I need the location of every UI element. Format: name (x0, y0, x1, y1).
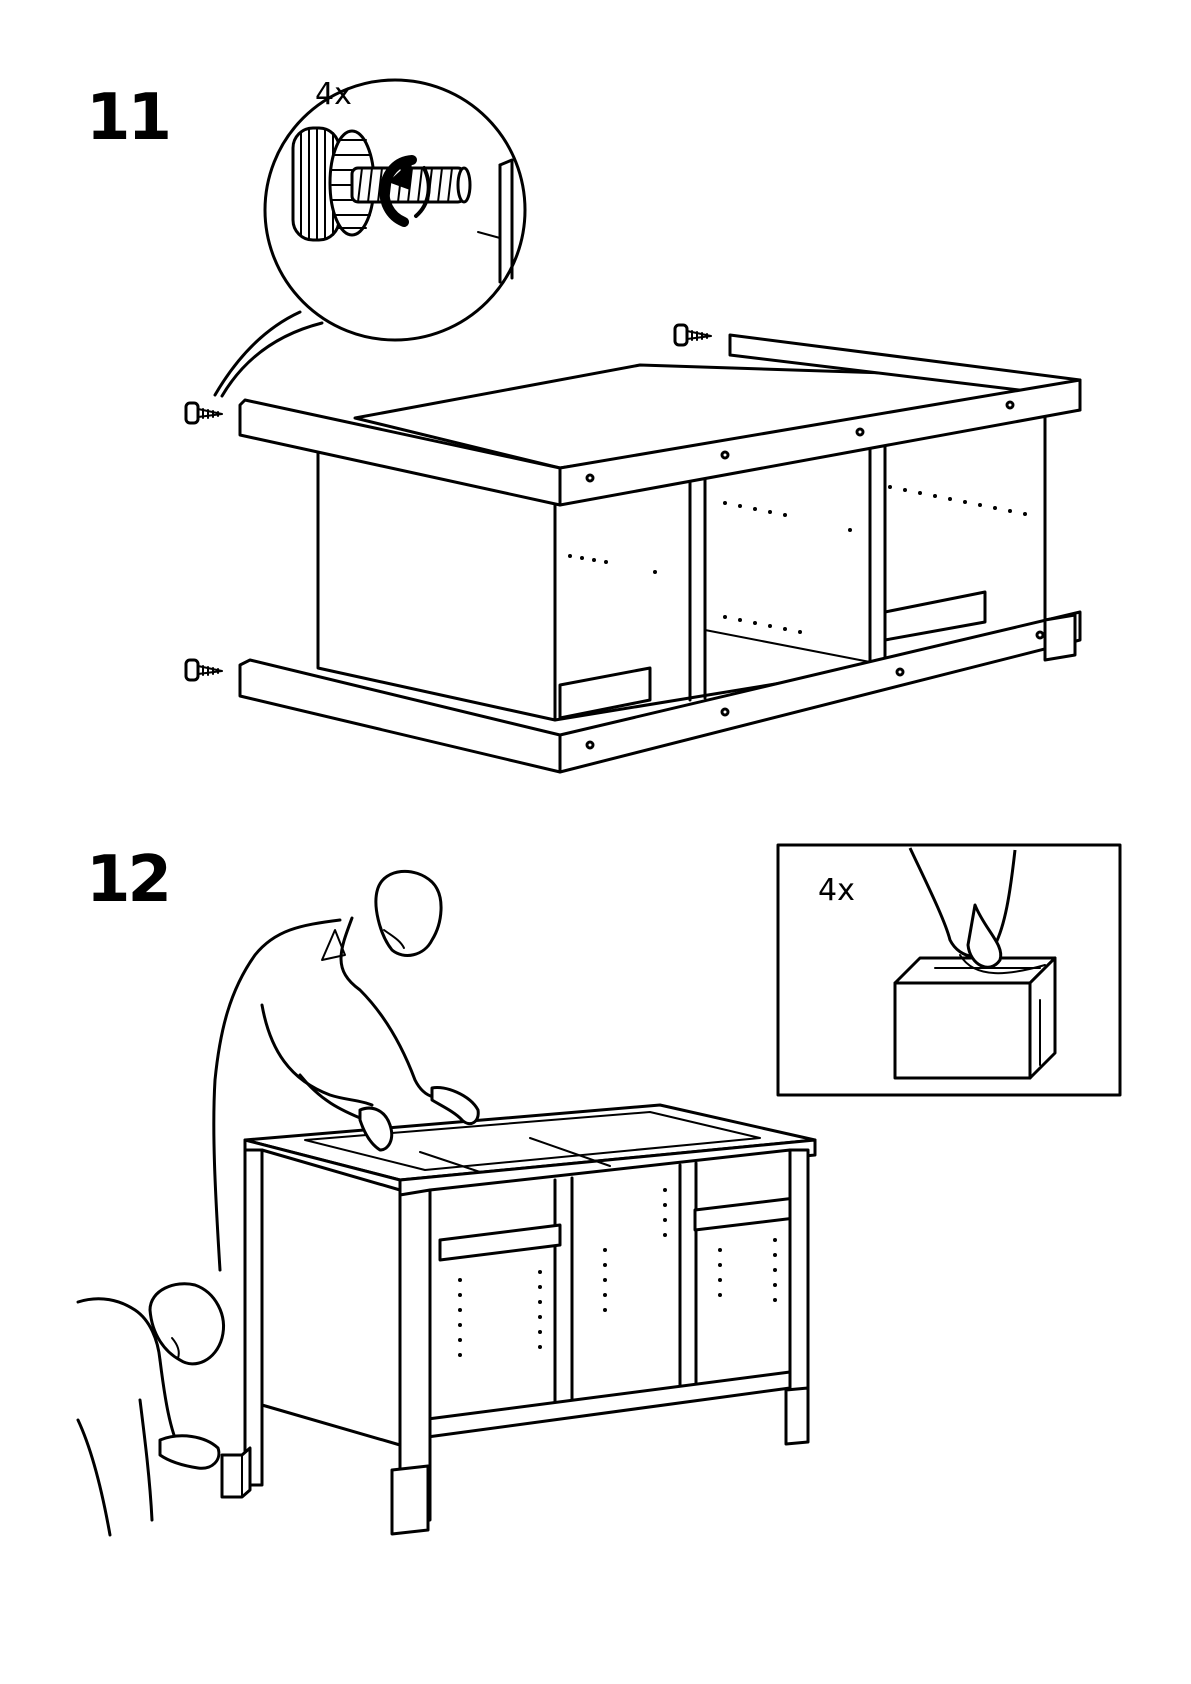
screw-front-bottom-icon (186, 660, 222, 680)
cabinet-upside-down (240, 335, 1080, 772)
helper-person-icon (78, 1284, 223, 1535)
kitchen-island-cabinet (222, 1105, 815, 1534)
square-foot-cap-icon (895, 958, 1055, 1078)
hand-icon (910, 848, 1045, 973)
step-12-illustration (78, 845, 1120, 1535)
zoom-callout (215, 80, 525, 396)
screw-back-top-icon (675, 325, 711, 345)
screw-front-top-icon (186, 403, 222, 423)
step-11-illustration (186, 80, 1080, 772)
foot-cap-inset (778, 845, 1120, 1095)
